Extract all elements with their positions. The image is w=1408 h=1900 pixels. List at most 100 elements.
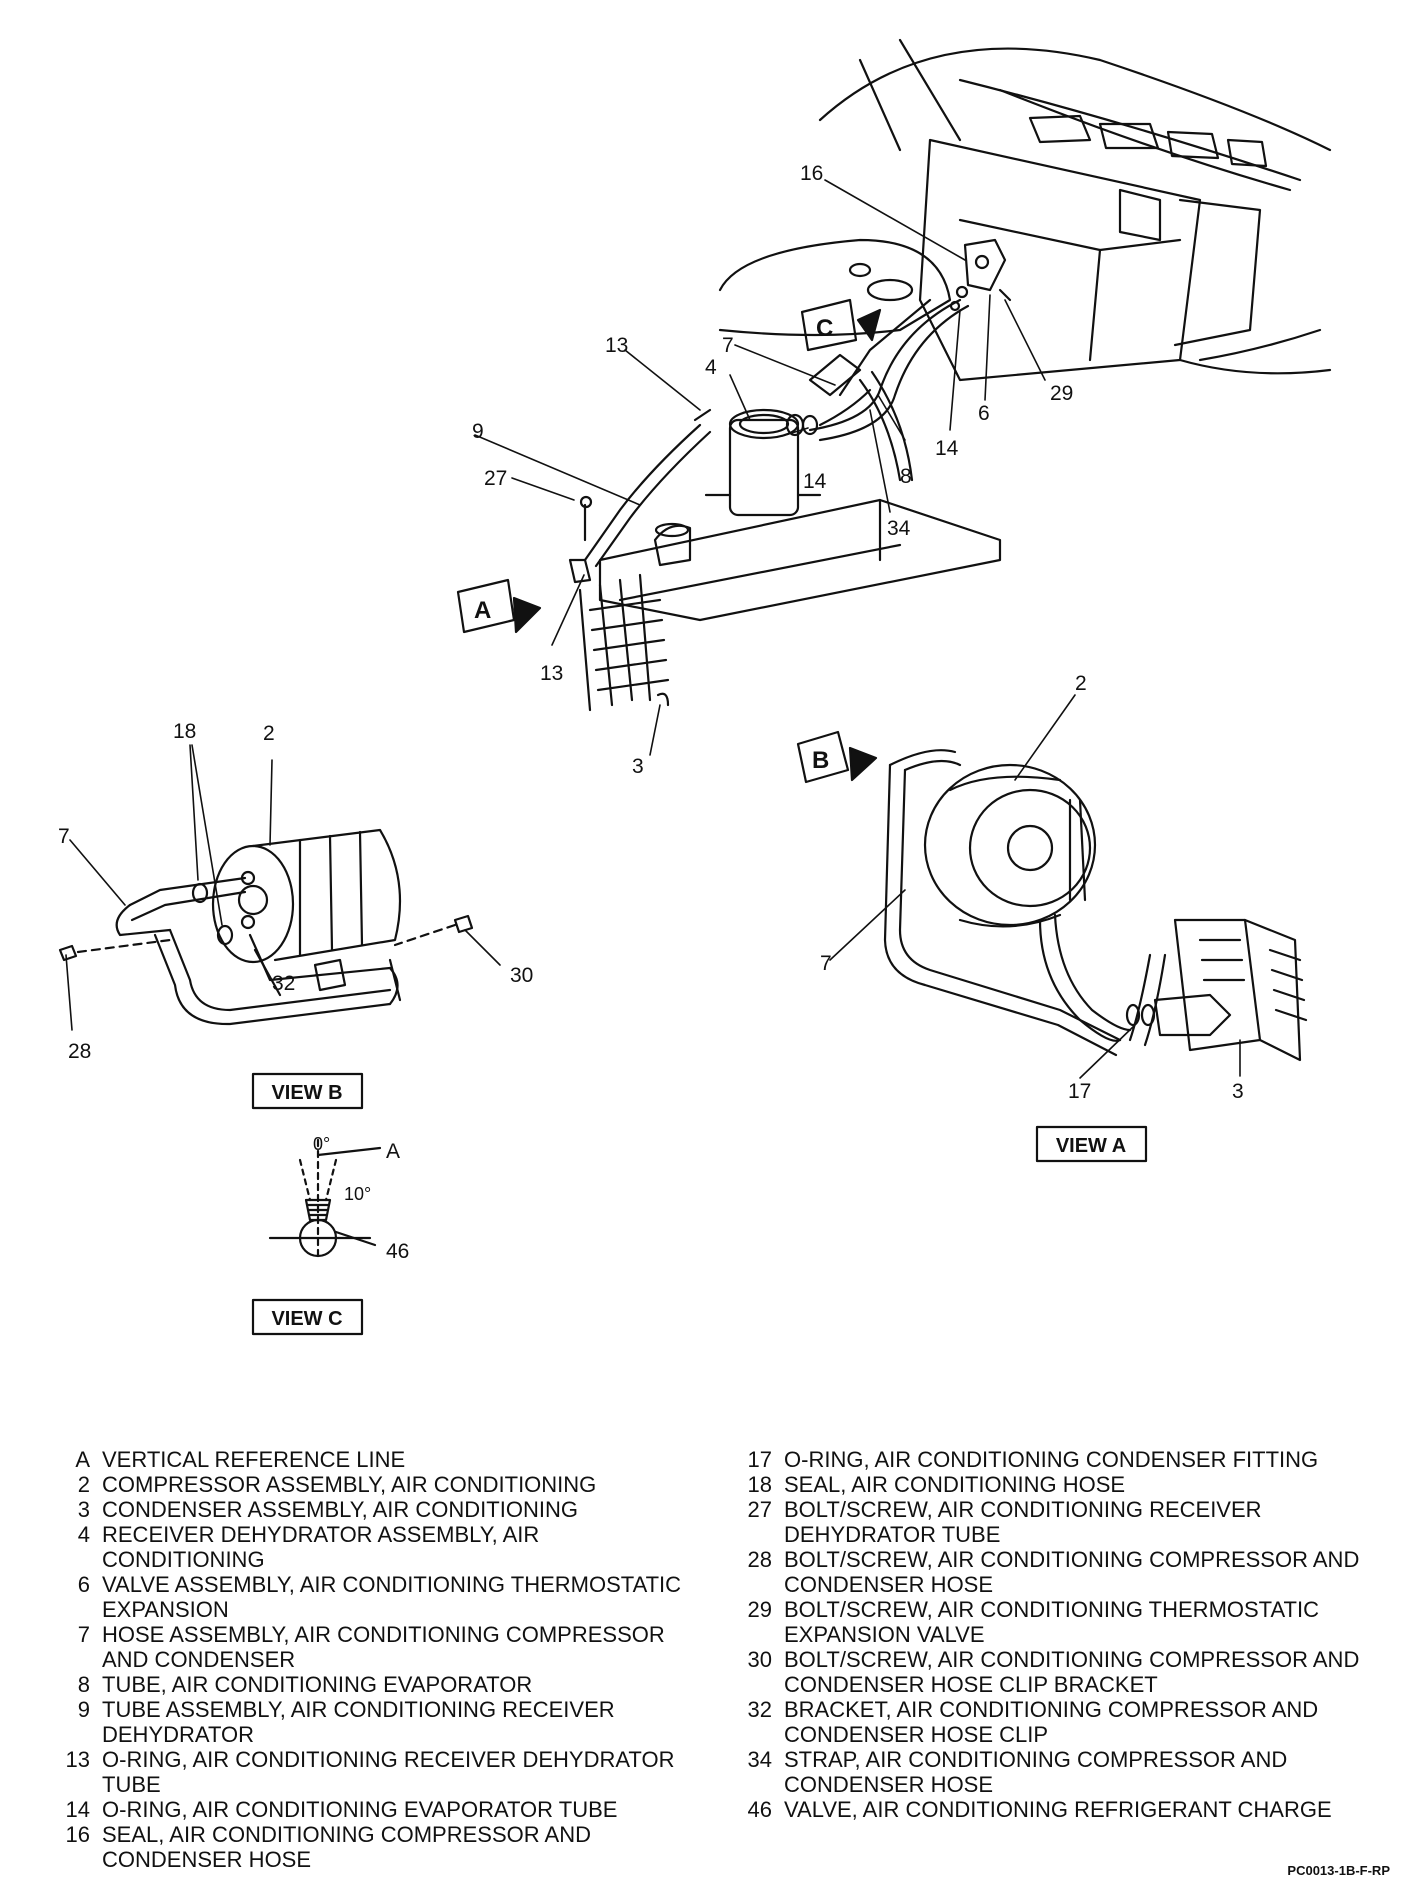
view-b-drawing: [58, 828, 474, 1026]
legend-item-description: SEAL, AIR CONDITIONING HOSE: [784, 1472, 1126, 1497]
legend-item-number: 46: [747, 1797, 772, 1822]
legend-item-description: BOLT/SCREW, AIR CONDITIONING COMPRESSOR …: [784, 1647, 1360, 1697]
callout-14-right: 14: [935, 437, 959, 460]
legend-item: 13 O-RING, AIR CONDITIONING RECEIVER DEHY…: [58, 1747, 688, 1797]
callout-2-view-b: 2: [263, 722, 275, 745]
view-b-label: VIEW B: [271, 1082, 342, 1104]
legend-item: 34 STRAP, AIR CONDITIONING COMPRESSOR AND…: [740, 1747, 1390, 1797]
callout-7-view-a: 7: [820, 952, 832, 975]
legend-item-description: BOLT/SCREW, AIR CONDITIONING RECEIVER DE…: [784, 1497, 1262, 1547]
legend-item: 18 SEAL, AIR CONDITIONING HOSE: [740, 1472, 1390, 1497]
legend-item: 27 BOLT/SCREW, AIR CONDITIONING RECEIVER …: [740, 1497, 1390, 1547]
legend-item-description: STRAP, AIR CONDITIONING COMPRESSOR AND C…: [784, 1747, 1288, 1797]
legend-item-description: COMPRESSOR ASSEMBLY, AIR CONDITIONING: [102, 1472, 597, 1497]
view-c-marker-letter: C: [816, 315, 833, 342]
callout-28: 28: [68, 1040, 91, 1063]
legend-item: 2 COMPRESSOR ASSEMBLY, AIR CONDITIONING: [58, 1472, 688, 1497]
callout-7-view-b: 7: [58, 825, 70, 848]
callout-30: 30: [510, 964, 533, 987]
figure-reference-code: PC0013-1B-F-RP: [1287, 1863, 1390, 1878]
legend-item-description: BOLT/SCREW, AIR CONDITIONING COMPRESSOR …: [784, 1547, 1360, 1597]
callout-4: 4: [705, 356, 717, 379]
view-a-label-box: [1035, 1125, 1148, 1163]
legend-item: 8 TUBE, AIR CONDITIONING EVAPORATOR: [58, 1672, 688, 1697]
view-c-angle-ten: 10°: [344, 1184, 371, 1204]
legend-item-description: BOLT/SCREW, AIR CONDITIONING THERMOSTATI…: [784, 1597, 1319, 1647]
legend-item-number: 27: [747, 1497, 772, 1522]
view-b-marker-box: [796, 730, 850, 784]
legend-item: 9 TUBE ASSEMBLY, AIR CONDITIONING RECEIVE…: [58, 1697, 688, 1747]
view-b-marker-letter: B: [812, 747, 829, 774]
view-a-label: VIEW A: [1056, 1135, 1126, 1157]
view-c-marker-box: [800, 298, 858, 352]
legend-item-description: HOSE ASSEMBLY, AIR CONDITIONING COMPRESS…: [102, 1622, 665, 1672]
legend-item: 6 VALVE ASSEMBLY, AIR CONDITIONING THERMO…: [58, 1572, 688, 1622]
callout-14-left: 14: [803, 470, 827, 493]
callout-29: 29: [1050, 382, 1073, 405]
legend-item-description: TUBE, AIR CONDITIONING EVAPORATOR: [102, 1672, 533, 1697]
callout-6: 6: [978, 402, 990, 425]
callout-7-main: 7: [722, 334, 734, 357]
legend-item-number: 2: [77, 1472, 90, 1497]
legend-item-number: 14: [65, 1797, 90, 1822]
view-a-arrow: [512, 596, 542, 634]
legend-item-number: 29: [747, 1597, 772, 1622]
legend-item-number: 32: [747, 1697, 772, 1722]
view-c-label: VIEW C: [271, 1308, 342, 1330]
main-assembly-drawing: [568, 38, 1332, 712]
legend-item-description: O-RING, AIR CONDITIONING RECEIVER DEHYDR…: [102, 1747, 675, 1797]
legend-item: 7 HOSE ASSEMBLY, AIR CONDITIONING COMPRES…: [58, 1622, 688, 1672]
legend-item-number: 18: [747, 1472, 772, 1497]
legend-item: 30 BOLT/SCREW, AIR CONDITIONING COMPRESSO…: [740, 1647, 1390, 1697]
legend-item-number: 8: [77, 1672, 90, 1697]
legend-item-number: 28: [747, 1547, 772, 1572]
callout-17: 17: [1068, 1080, 1091, 1103]
legend-item-description: RECEIVER DEHYDRATOR ASSEMBLY, AIR CONDIT…: [102, 1522, 540, 1572]
view-c-label-box: [251, 1298, 364, 1336]
legend-item-description: BRACKET, AIR CONDITIONING COMPRESSOR AND…: [784, 1697, 1319, 1747]
callout-13-bottom: 13: [540, 662, 563, 685]
legend-item-number: 3: [77, 1497, 90, 1522]
callout-46: 46: [386, 1240, 409, 1263]
callout-18: 18: [173, 720, 196, 743]
view-b-arrow: [848, 746, 878, 782]
legend-item-number: 9: [77, 1697, 90, 1722]
legend-item-number: 34: [747, 1747, 772, 1772]
view-a-drawing: [883, 749, 1308, 1062]
legend-item: 29 BOLT/SCREW, AIR CONDITIONING THERMOSTA…: [740, 1597, 1390, 1647]
legend-item-description: TUBE ASSEMBLY, AIR CONDITIONING RECEIVER…: [102, 1697, 615, 1747]
callout-9: 9: [472, 420, 484, 443]
legend-item-number: 13: [65, 1747, 90, 1772]
callout-3-view-a: 3: [1232, 1080, 1244, 1103]
callout-leaders: [65, 179, 1241, 1079]
legend-item-description: VALVE, AIR CONDITIONING REFRIGERANT CHAR…: [784, 1797, 1332, 1822]
callout-3-main: 3: [632, 755, 644, 778]
legend-item-description: CONDENSER ASSEMBLY, AIR CONDITIONING: [102, 1497, 578, 1522]
legend-item-number: A: [75, 1447, 90, 1472]
view-c-ref-line-label: A: [386, 1140, 400, 1163]
callout-16: 16: [800, 162, 823, 185]
legend-item-number: 7: [77, 1622, 90, 1647]
view-markers: [456, 298, 882, 784]
callout-34: 34: [887, 517, 911, 540]
callout-13-top: 13: [605, 334, 628, 357]
legend-item: 3 CONDENSER ASSEMBLY, AIR CONDITIONING: [58, 1497, 688, 1522]
legend-item-number: 30: [747, 1647, 772, 1672]
callout-27: 27: [484, 467, 507, 490]
callout-32: 32: [272, 972, 295, 995]
legend-item-description: VALVE ASSEMBLY, AIR CONDITIONING THERMOS…: [102, 1572, 682, 1622]
callout-8: 8: [900, 465, 912, 488]
legend-item-number: 6: [77, 1572, 90, 1597]
view-c-drawing: [268, 1138, 382, 1258]
legend-item-number: 17: [747, 1447, 772, 1472]
legend-item-description: O-RING, AIR CONDITIONING EVAPORATOR TUBE: [102, 1797, 618, 1822]
view-a-marker-box: [456, 578, 516, 634]
view-a-marker-letter: A: [474, 597, 491, 624]
view-c-angle-zero: 0°: [313, 1134, 330, 1154]
